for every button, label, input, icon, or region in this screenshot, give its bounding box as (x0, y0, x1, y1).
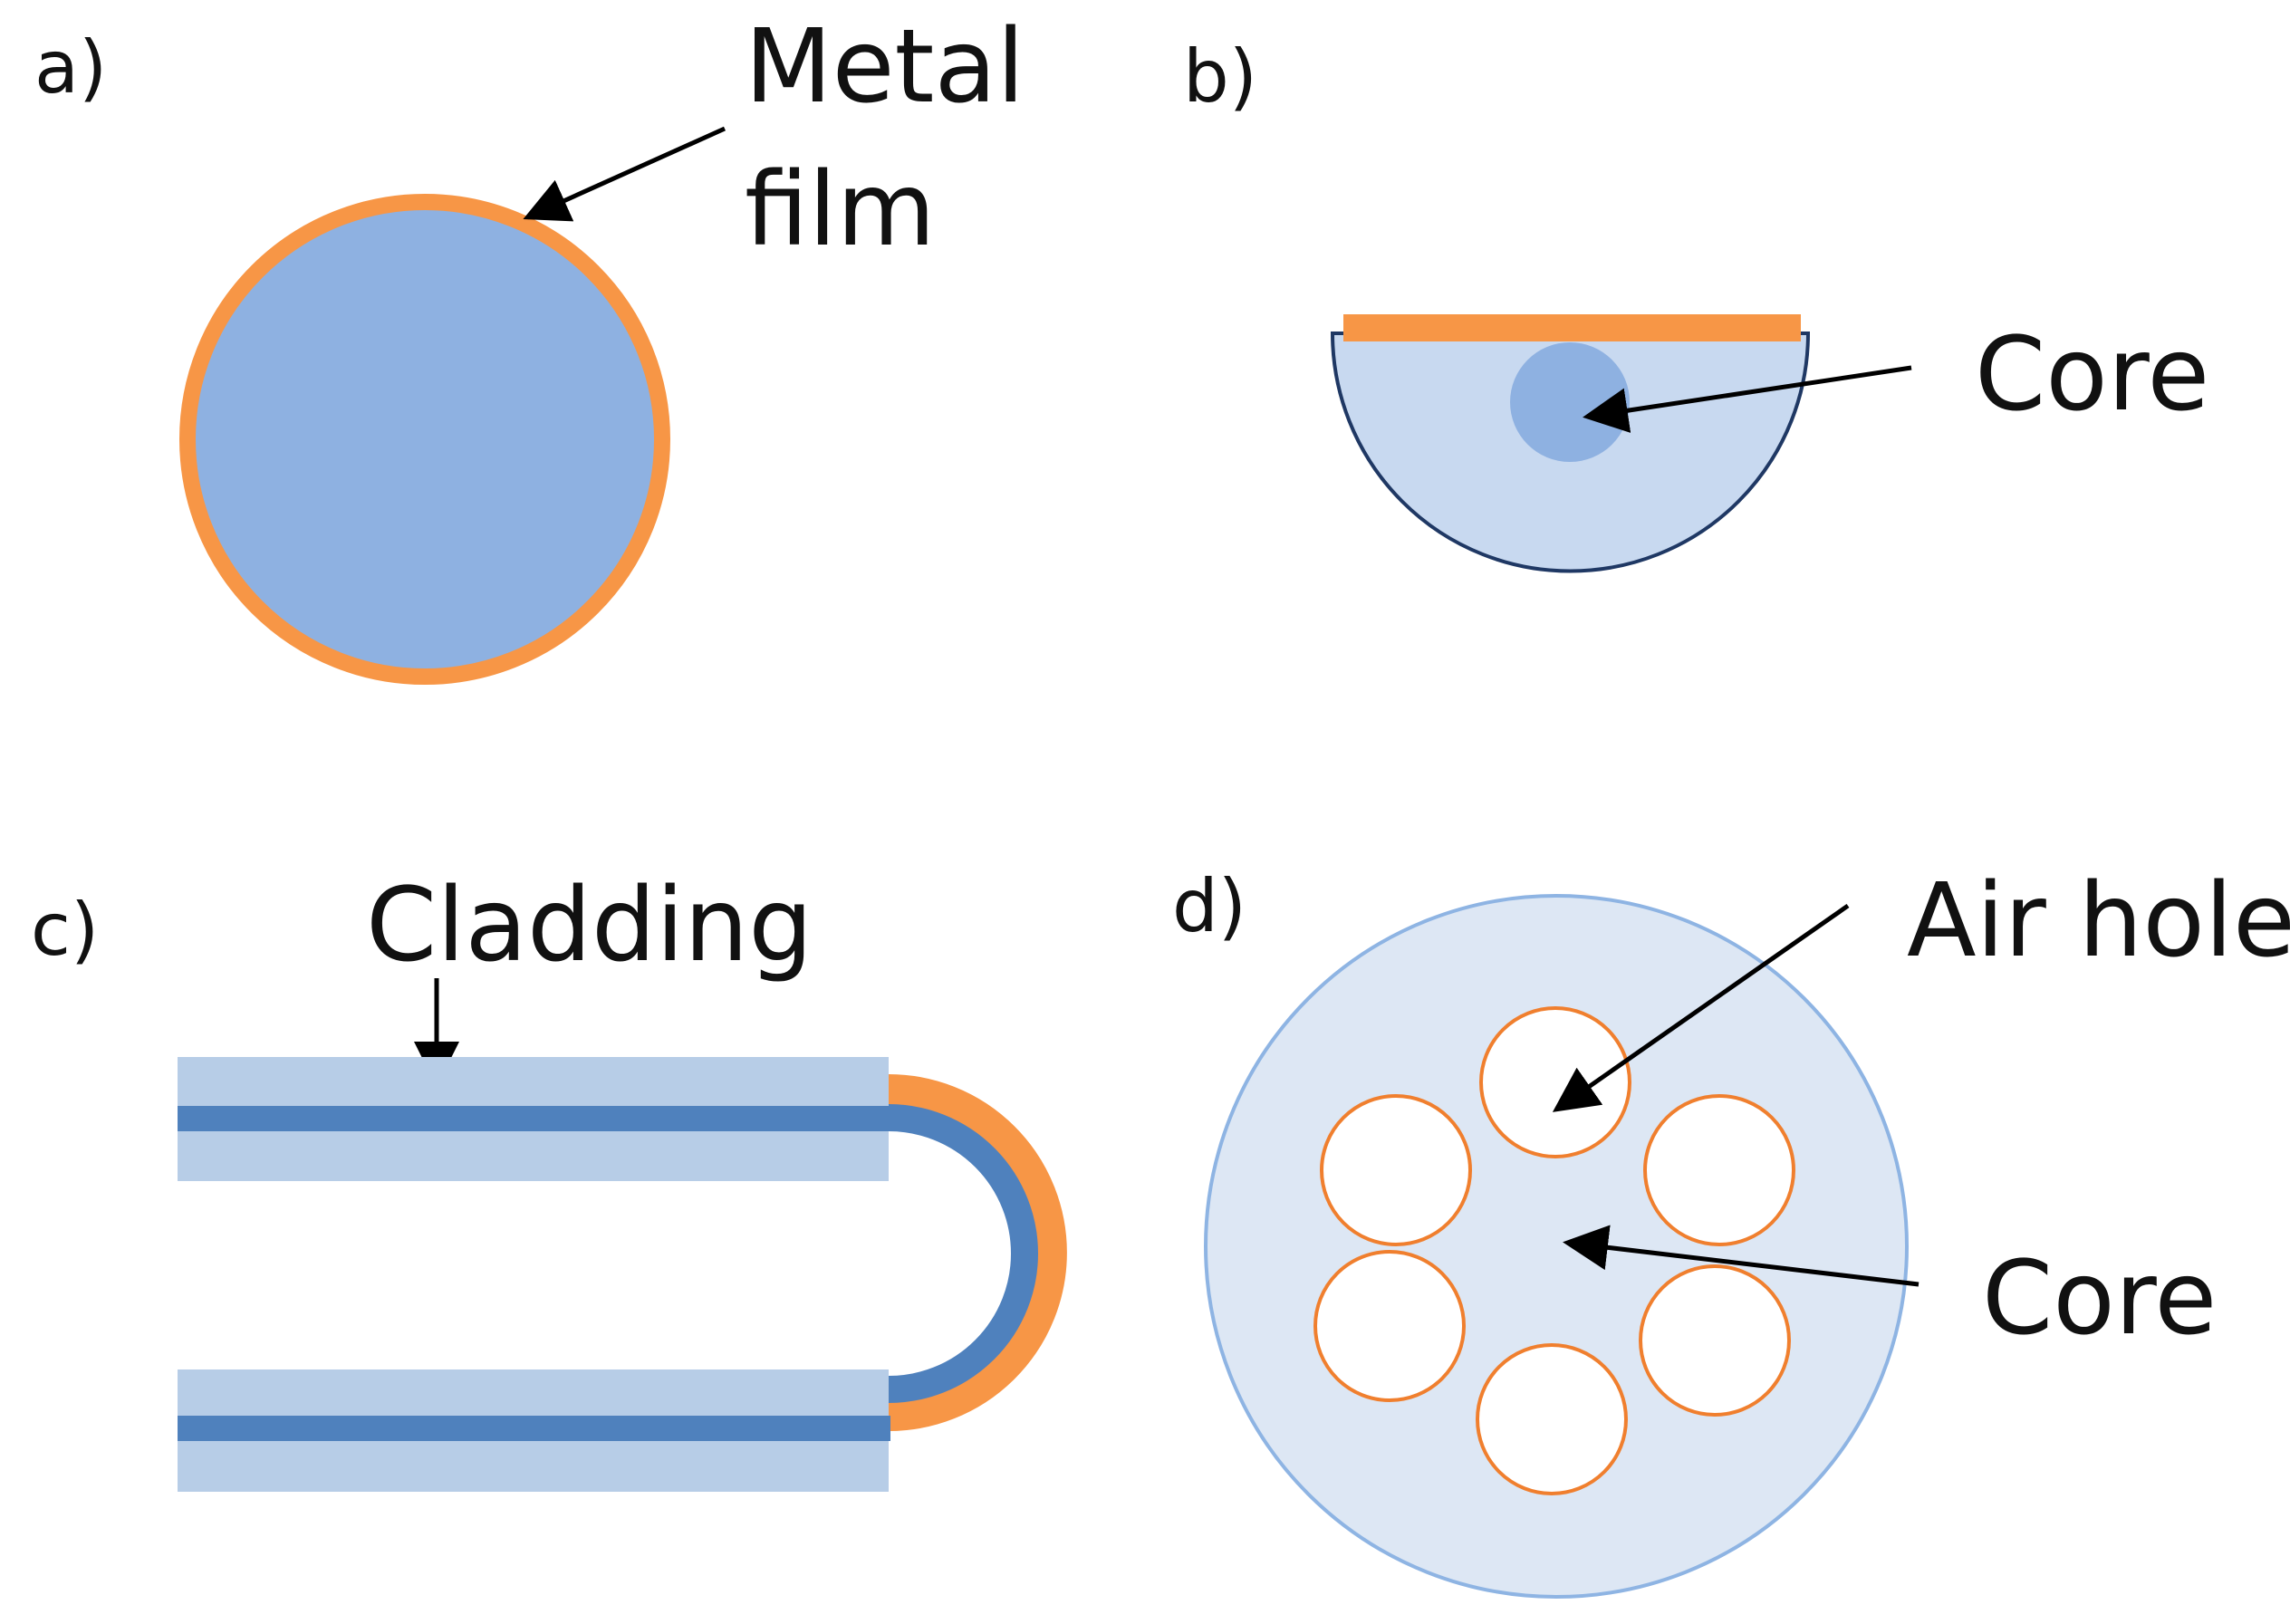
u-bend-metal-coating (888, 1074, 1067, 1431)
pcf-core-arrow (1563, 1225, 1920, 1287)
air-hole (1320, 1094, 1472, 1246)
air-hole (1479, 1006, 1631, 1158)
panel-a-label: a) (34, 25, 107, 110)
metal-film-arrow (523, 126, 726, 222)
panel-b-label: b) (1183, 34, 1257, 119)
panel-a: a) Metal film (34, 8, 1025, 685)
metal-film-strip (1343, 314, 1801, 341)
fiber-cross-section (179, 194, 670, 685)
fiber-core (1510, 342, 1630, 462)
panel-c-label: c) (31, 888, 99, 972)
panel-d-label: d) (1172, 864, 1246, 948)
metal-film-label-line2: film (745, 151, 936, 269)
u-bend-core (888, 1104, 1038, 1403)
air-hole (1643, 1094, 1795, 1246)
panel-d: d) Air hole Core (1172, 862, 2290, 1599)
core-label: Core (1975, 316, 2209, 434)
air-hole (1639, 1264, 1791, 1417)
pcf-cross-section (1204, 894, 1909, 1599)
core-arrow (1583, 365, 1912, 434)
panel-c: c) Cladding (31, 867, 1067, 1492)
pcf-core-label: Core (1982, 1240, 2217, 1358)
upper-core (178, 1106, 890, 1131)
air-hole (1313, 1250, 1466, 1402)
air-hole (1476, 1343, 1628, 1495)
lower-core (178, 1416, 890, 1441)
panel-b: b) Core (1183, 34, 2209, 573)
air-hole-arrow (1552, 903, 1850, 1112)
cladding-label: Cladding (366, 867, 813, 985)
air-hole-label: Air hole (1907, 862, 2290, 980)
metal-film-label-line1: Metal (745, 8, 1025, 126)
